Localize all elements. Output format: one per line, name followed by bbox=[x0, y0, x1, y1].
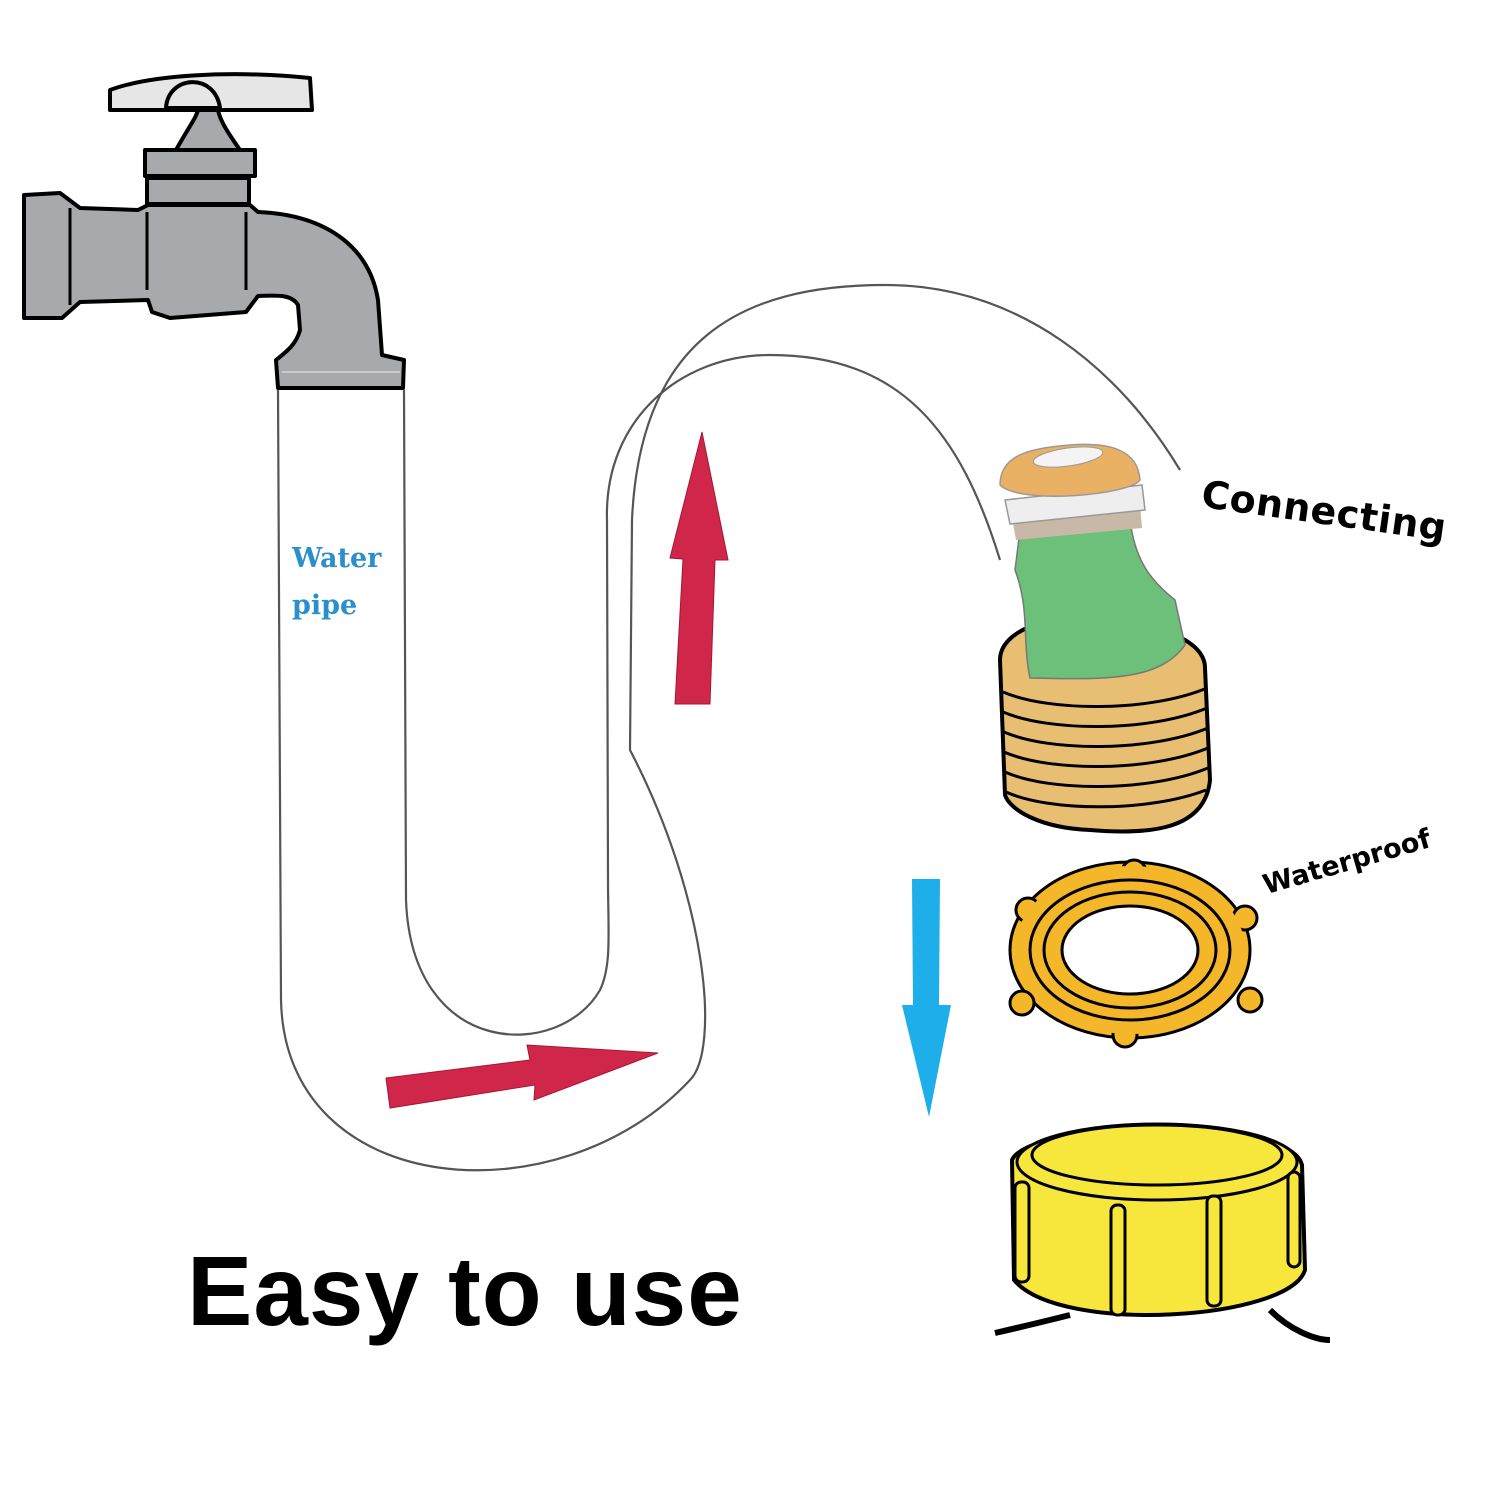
washer-icon bbox=[1008, 858, 1264, 1049]
faucet-icon bbox=[22, 72, 406, 390]
hose bbox=[276, 283, 1181, 1172]
hose-inner-edge bbox=[402, 353, 1002, 1036]
flow-arrow-right-icon bbox=[385, 1044, 659, 1109]
water-pipe-label-line2: pipe bbox=[292, 590, 358, 621]
cap-icon bbox=[994, 1122, 1331, 1343]
headline: Easy to use bbox=[187, 1236, 743, 1346]
water-pipe-label: Water pipe bbox=[292, 535, 381, 629]
water-pipe-label-line1: Water bbox=[292, 543, 382, 574]
connector-icon bbox=[997, 443, 1213, 834]
flow-arrow-up-icon bbox=[669, 431, 729, 705]
flow-arrow-down-icon bbox=[902, 879, 951, 1117]
hose-outer-edge bbox=[276, 283, 1181, 1172]
